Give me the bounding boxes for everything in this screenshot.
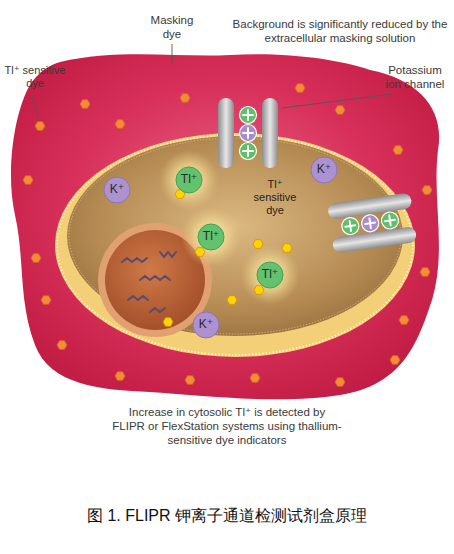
callout-label: Tl⁺ sensitive dye [2, 64, 68, 90]
ion-label: Tl⁺ [203, 230, 219, 243]
ion-label: K⁺ [317, 163, 331, 176]
note-text: Increase in cytosolic Tl⁺ is detected by… [112, 406, 342, 447]
potassium-ion: K⁺ [310, 156, 338, 184]
ion-label: Tl⁺ [181, 173, 197, 186]
ion-circle [104, 177, 130, 203]
thallium-ion: Tl⁺ [175, 166, 203, 194]
ion-circle [257, 262, 283, 288]
ion-circle [198, 224, 224, 250]
note-text: Background is significantly reduced by t… [228, 18, 452, 46]
thallium-ion: Tl⁺ [197, 223, 225, 251]
ion-circle [311, 157, 337, 183]
callout-label: Potassium ion channel [382, 64, 448, 92]
ion-label: K⁺ [110, 183, 124, 196]
potassium-ion: K⁺ [103, 176, 131, 204]
figure-caption: 图 1. FLIPR 钾离子通道检测试剂盒原理 [0, 506, 454, 525]
ion-circle [176, 167, 202, 193]
potassium-ion: K⁺ [192, 311, 220, 339]
callout-label: Masking dye [147, 14, 197, 42]
ion-label: Tl⁺ [262, 268, 278, 281]
ion-label: K⁺ [199, 318, 213, 331]
thallium-ion: Tl⁺ [256, 261, 284, 289]
ion-circle [193, 312, 219, 338]
callout-label: Tl⁺ sensitive dye [248, 178, 302, 218]
